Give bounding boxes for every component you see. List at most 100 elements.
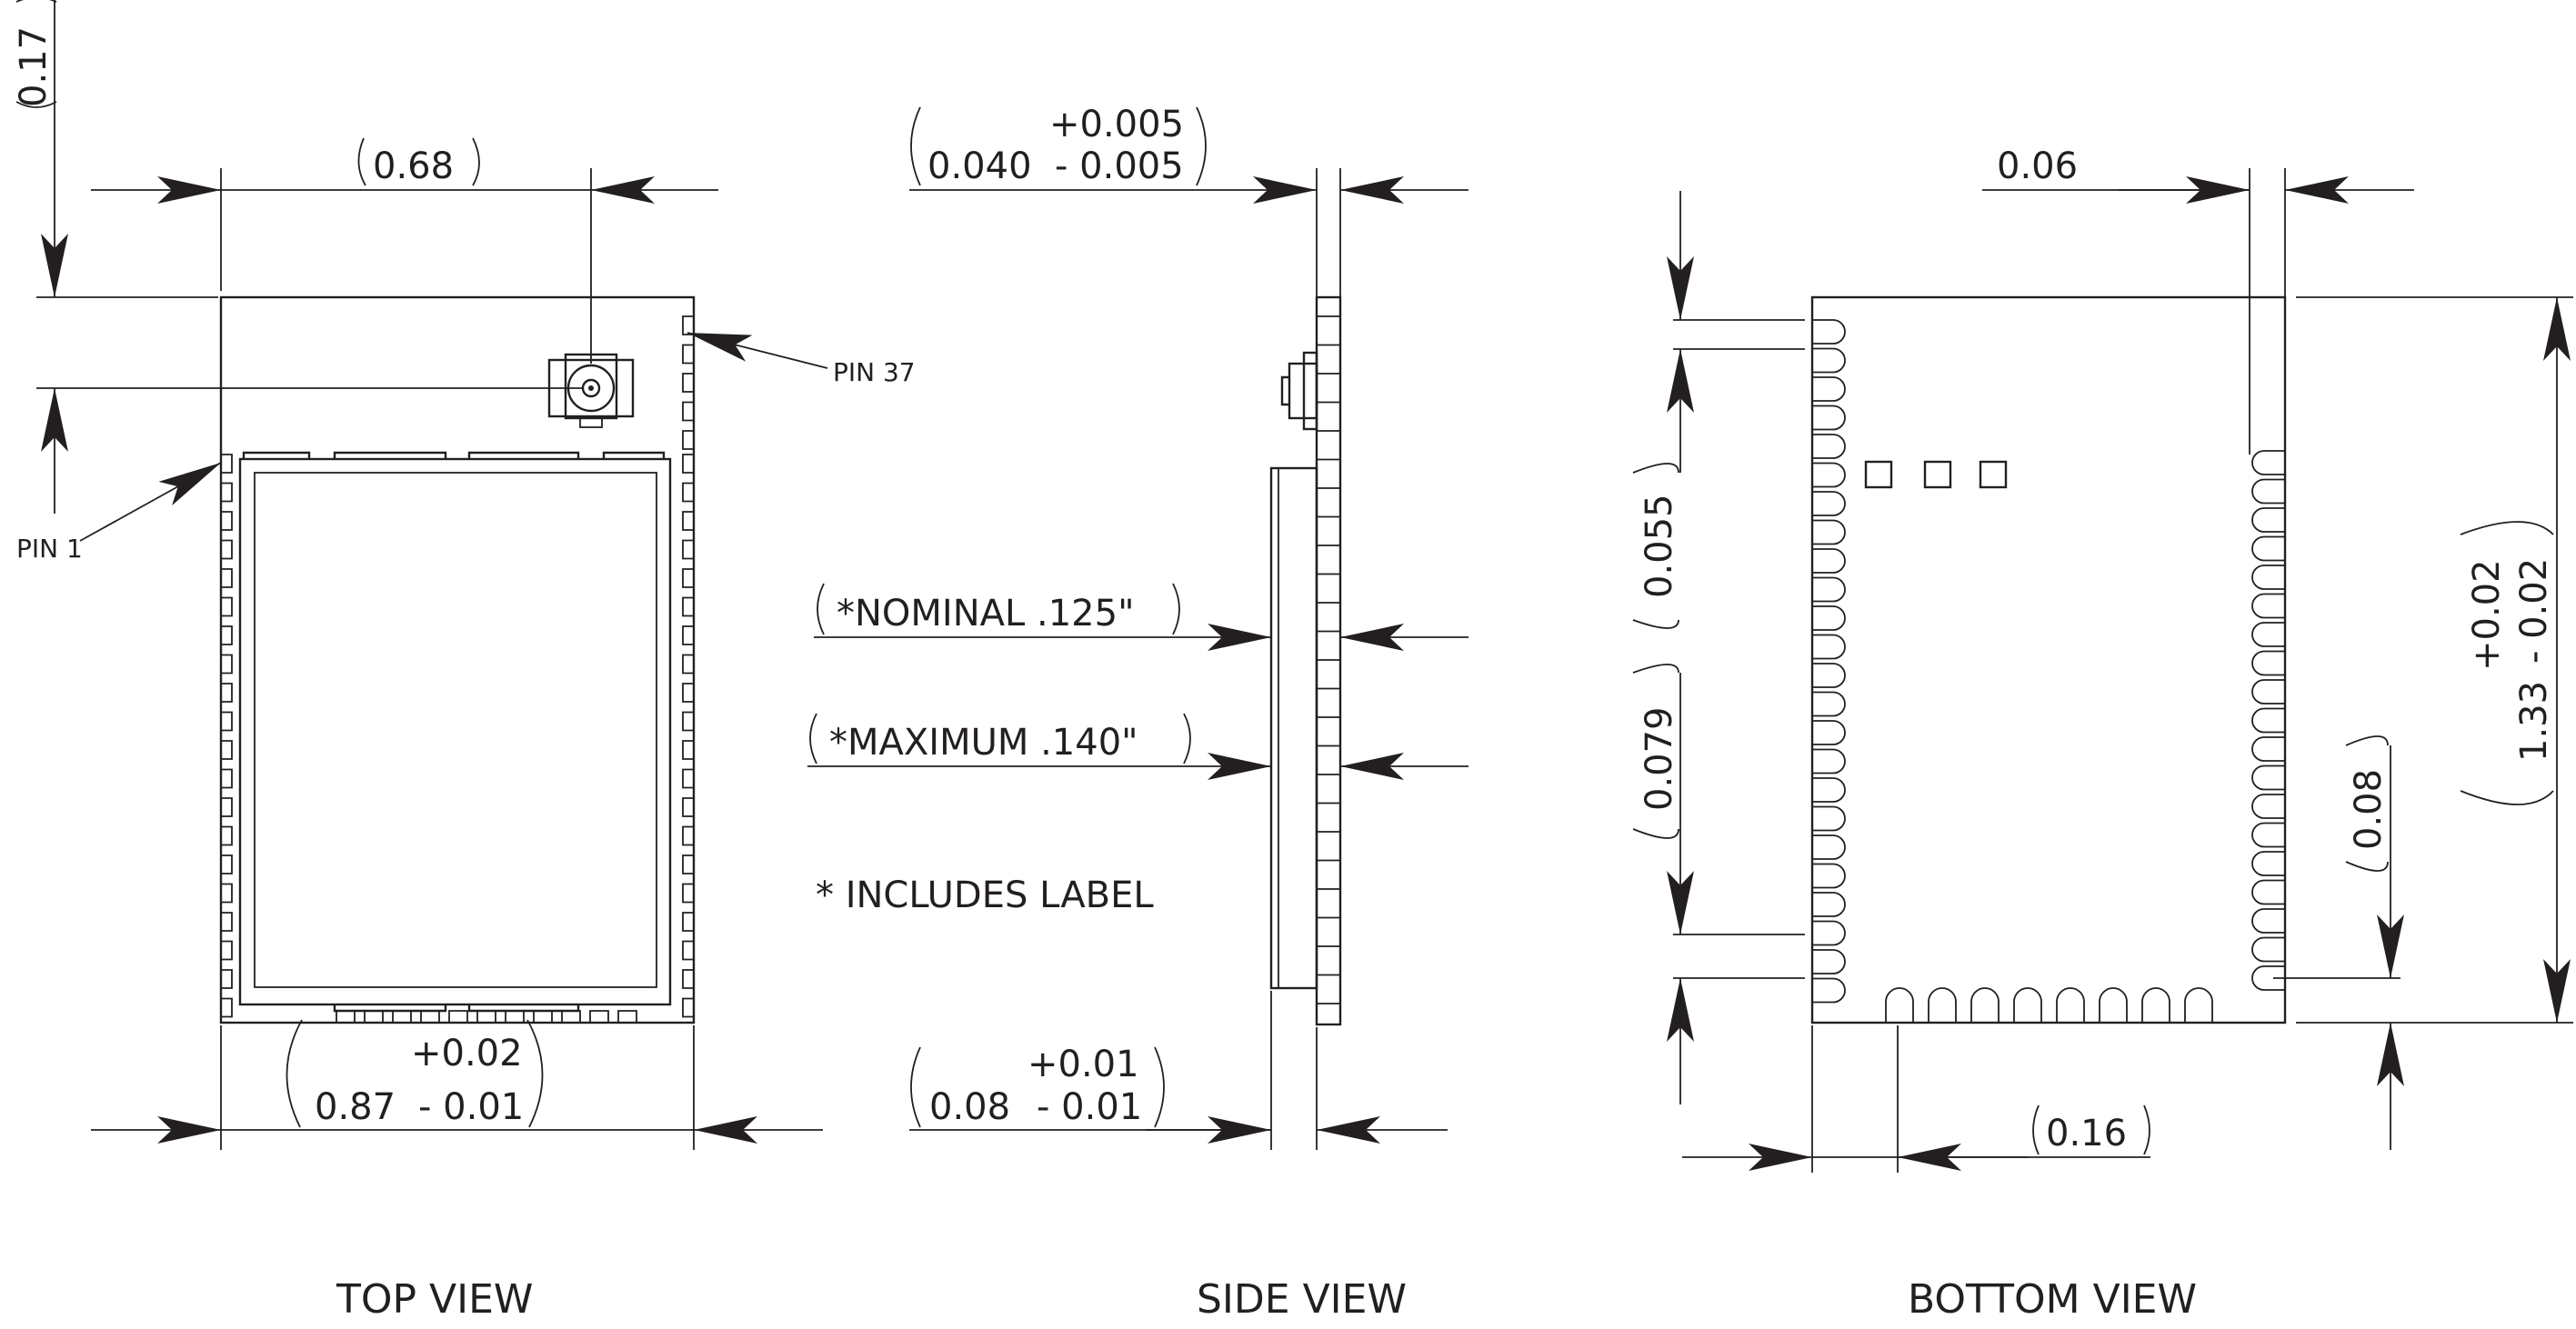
- castellation-bottom: [364, 1010, 384, 1023]
- dim-bracket: [357, 137, 480, 186]
- pad-left: [1812, 576, 1846, 603]
- pad-bottom: [2056, 987, 2085, 1023]
- label-area: [254, 472, 657, 988]
- height-minus-label: - 0.02: [2513, 558, 2555, 664]
- pad-right: [2251, 450, 2285, 475]
- castellation-bottom: [336, 1010, 356, 1023]
- dim-bracket: [15, 0, 57, 108]
- pad-bottom: [1928, 987, 1957, 1023]
- pad-left: [1812, 347, 1846, 374]
- module-outline-bottom: [1810, 295, 2287, 1024]
- dim-antenna-label: 0.68: [373, 145, 454, 187]
- castellation-left: [221, 568, 233, 588]
- pad-left: [1812, 691, 1846, 717]
- castellation-left: [221, 596, 233, 617]
- castellation-right: [682, 654, 694, 674]
- castellation-left: [221, 539, 233, 560]
- castellation-right: [682, 454, 694, 474]
- castellation-right: [682, 539, 694, 560]
- pad-left: [1812, 376, 1846, 402]
- castellation-right: [682, 854, 694, 874]
- pad-right: [2251, 794, 2285, 819]
- dim-pitch-label: 0.055: [1639, 494, 1680, 598]
- pad-right: [2251, 593, 2285, 619]
- castellation-right: [682, 711, 694, 732]
- castellation-left: [221, 482, 233, 503]
- pad-right: [2251, 764, 2285, 791]
- pad-left: [1812, 863, 1846, 889]
- pad-left: [1812, 605, 1846, 631]
- castellation-right: [682, 511, 694, 531]
- castellation-left: [221, 825, 233, 846]
- test-pad: [1923, 460, 1952, 489]
- pad-right: [2251, 822, 2285, 848]
- pad-right: [2251, 679, 2285, 704]
- castellation-right: [682, 912, 694, 932]
- pad-right: [2251, 879, 2285, 905]
- dim-right-label: 0.08: [2348, 769, 2390, 850]
- pad-right: [2251, 565, 2285, 590]
- dim-bottom-label: 0.16: [2046, 1113, 2127, 1154]
- castellation-right: [682, 825, 694, 846]
- pad-left: [1812, 977, 1846, 1004]
- pad-left: [1812, 892, 1846, 917]
- pin37-label: PIN 37: [833, 357, 916, 387]
- castellation-left: [221, 883, 233, 904]
- pad-right: [2251, 622, 2285, 647]
- castellation-right: [682, 568, 694, 588]
- castellation-right: [682, 768, 694, 789]
- width-plus-label: +0.02: [411, 1033, 523, 1074]
- castellation-left: [221, 912, 233, 932]
- castellation-left: [221, 854, 233, 874]
- test-pad: [1864, 460, 1893, 489]
- pad-right: [2251, 507, 2285, 533]
- castellation-bottom: [533, 1010, 553, 1023]
- pad-bottom: [1885, 987, 1914, 1023]
- pad-bottom: [2141, 987, 2170, 1023]
- top-view: 0.17 0.68 PIN 1 PIN 37 +0.02 0.87 - 0.01…: [13, 0, 916, 1323]
- castellation-right: [682, 344, 694, 365]
- height-nominal-label: 1.33: [2513, 681, 2555, 762]
- bottom-view-title: BOTTOM VIEW: [1908, 1276, 2197, 1323]
- castellation-left: [221, 940, 233, 961]
- castellation-bottom: [476, 1010, 496, 1023]
- side-connector-icon: [1280, 351, 1318, 431]
- pcb-edge-ticks: [1317, 315, 1340, 1004]
- pcb-edge: [1315, 295, 1342, 1026]
- pad-right: [2251, 707, 2285, 734]
- pad-bottom: [2184, 987, 2213, 1023]
- pad-left: [1812, 805, 1846, 832]
- pad-left: [1812, 434, 1846, 459]
- label-note: * INCLUDES LABEL: [816, 874, 1154, 916]
- pad-right: [2251, 936, 2285, 963]
- test-pad: [1979, 460, 2008, 489]
- pad-bottom: [2013, 987, 2042, 1023]
- dim-height-top-label: 0.17: [13, 26, 55, 107]
- castellation-right: [682, 625, 694, 645]
- castellation-right: [682, 315, 694, 335]
- castellation-left: [221, 997, 233, 1018]
- castellation-right: [682, 401, 694, 422]
- castellation-right: [682, 683, 694, 703]
- castellation-left: [221, 454, 233, 474]
- antenna-connector-icon: [547, 353, 635, 428]
- dim-bracket: [817, 583, 1180, 635]
- thk-minus-label: - 0.005: [1055, 145, 1184, 187]
- thk-plus-label: +0.005: [1049, 104, 1184, 145]
- castellation-right: [682, 797, 694, 817]
- castellation-right: [682, 740, 694, 760]
- pad-right: [2251, 908, 2285, 934]
- pad-left: [1812, 834, 1846, 860]
- castellation-left: [221, 797, 233, 817]
- castellation-bottom: [561, 1010, 581, 1023]
- castellation-right: [682, 940, 694, 961]
- castellation-right: [682, 373, 694, 393]
- pad-left: [1812, 720, 1846, 745]
- top-castellations: [221, 315, 694, 1023]
- dim-left-label: 0.079: [1639, 706, 1680, 811]
- castellation-left: [221, 683, 233, 703]
- pad-left: [1812, 405, 1846, 431]
- shield-profile: [1269, 466, 1318, 990]
- dim-bracket: [286, 1019, 544, 1128]
